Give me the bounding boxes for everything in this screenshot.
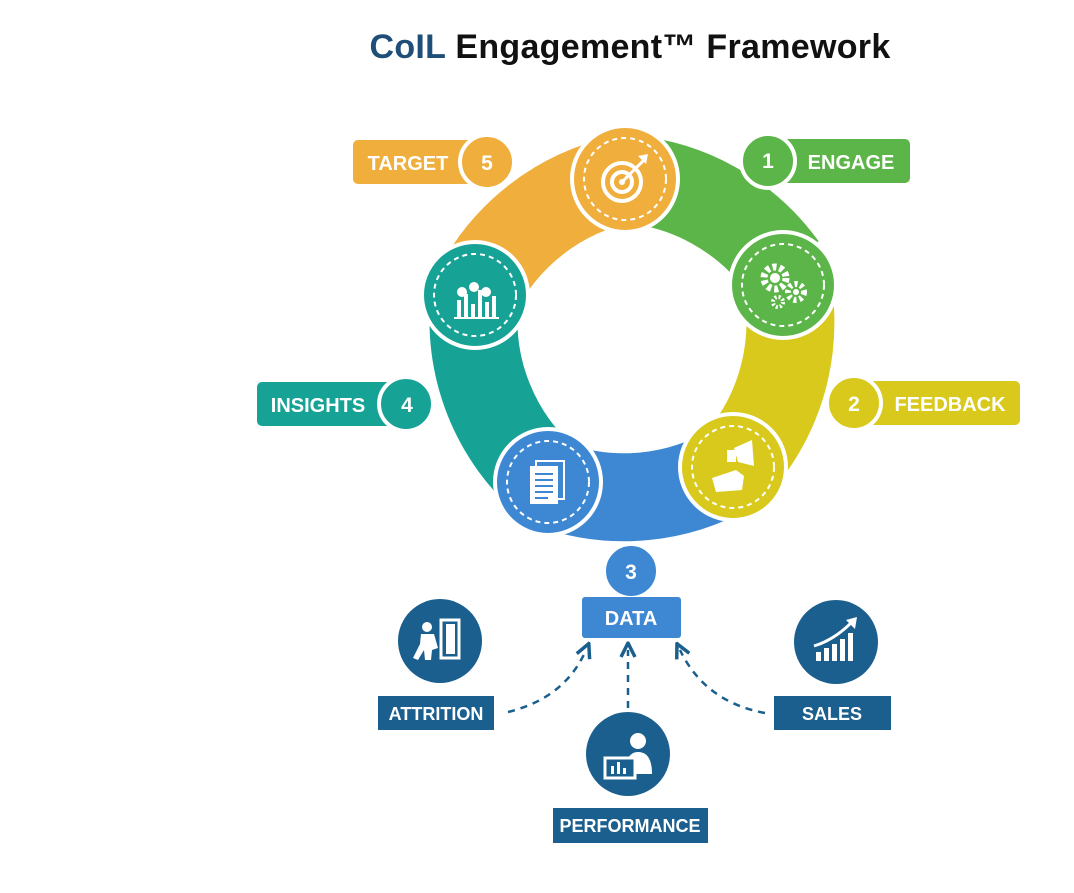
step-label-feedback: FEEDBACK bbox=[894, 394, 1006, 416]
step-label-insights: INSIGHTS bbox=[271, 395, 365, 417]
data-source-arrows bbox=[507, 650, 766, 715]
target-icon bbox=[601, 154, 648, 203]
page-title: CoIL Engagement™ Framework bbox=[0, 28, 1074, 67]
target-node bbox=[570, 124, 680, 234]
step-number-5: 5 bbox=[481, 152, 493, 175]
data-node bbox=[493, 427, 603, 537]
growth-chart-icon bbox=[813, 617, 857, 661]
source-attrition: ATTRITION bbox=[378, 599, 494, 730]
arrow-sales bbox=[680, 650, 766, 715]
insights-node bbox=[420, 240, 530, 350]
step-number-2: 2 bbox=[848, 393, 860, 416]
exit-door-icon bbox=[413, 618, 461, 660]
arrow-attrition bbox=[507, 650, 586, 714]
step-label-data: DATA bbox=[605, 608, 658, 630]
hand-megaphone-icon bbox=[712, 440, 754, 492]
step-insights: INSIGHTS 4 bbox=[257, 375, 435, 433]
step-engage: 1 ENGAGE bbox=[739, 132, 910, 190]
person-screen-icon bbox=[603, 733, 652, 780]
step-data: 3 DATA bbox=[582, 542, 681, 638]
brand-name: CoIL bbox=[369, 28, 446, 66]
title-rest: Engagement™ Framework bbox=[455, 28, 891, 66]
source-sales: SALES bbox=[774, 600, 891, 730]
bar-chart-pins-icon bbox=[454, 282, 499, 319]
step-number-1: 1 bbox=[762, 150, 774, 173]
gears-icon bbox=[760, 263, 807, 309]
step-target: TARGET 5 bbox=[353, 133, 516, 191]
step-label-target: TARGET bbox=[368, 153, 449, 175]
document-icon bbox=[530, 460, 565, 504]
source-label-sales: SALES bbox=[802, 704, 862, 724]
step-number-3: 3 bbox=[625, 561, 637, 584]
step-number-4: 4 bbox=[401, 394, 413, 417]
source-label-performance: PERFORMANCE bbox=[559, 816, 700, 836]
engage-node bbox=[728, 230, 838, 340]
source-performance: PERFORMANCE bbox=[553, 712, 708, 843]
feedback-node bbox=[678, 412, 788, 522]
source-label-attrition: ATTRITION bbox=[389, 704, 484, 724]
step-label-engage: ENGAGE bbox=[808, 152, 895, 174]
step-feedback: 2 FEEDBACK bbox=[825, 374, 1020, 432]
